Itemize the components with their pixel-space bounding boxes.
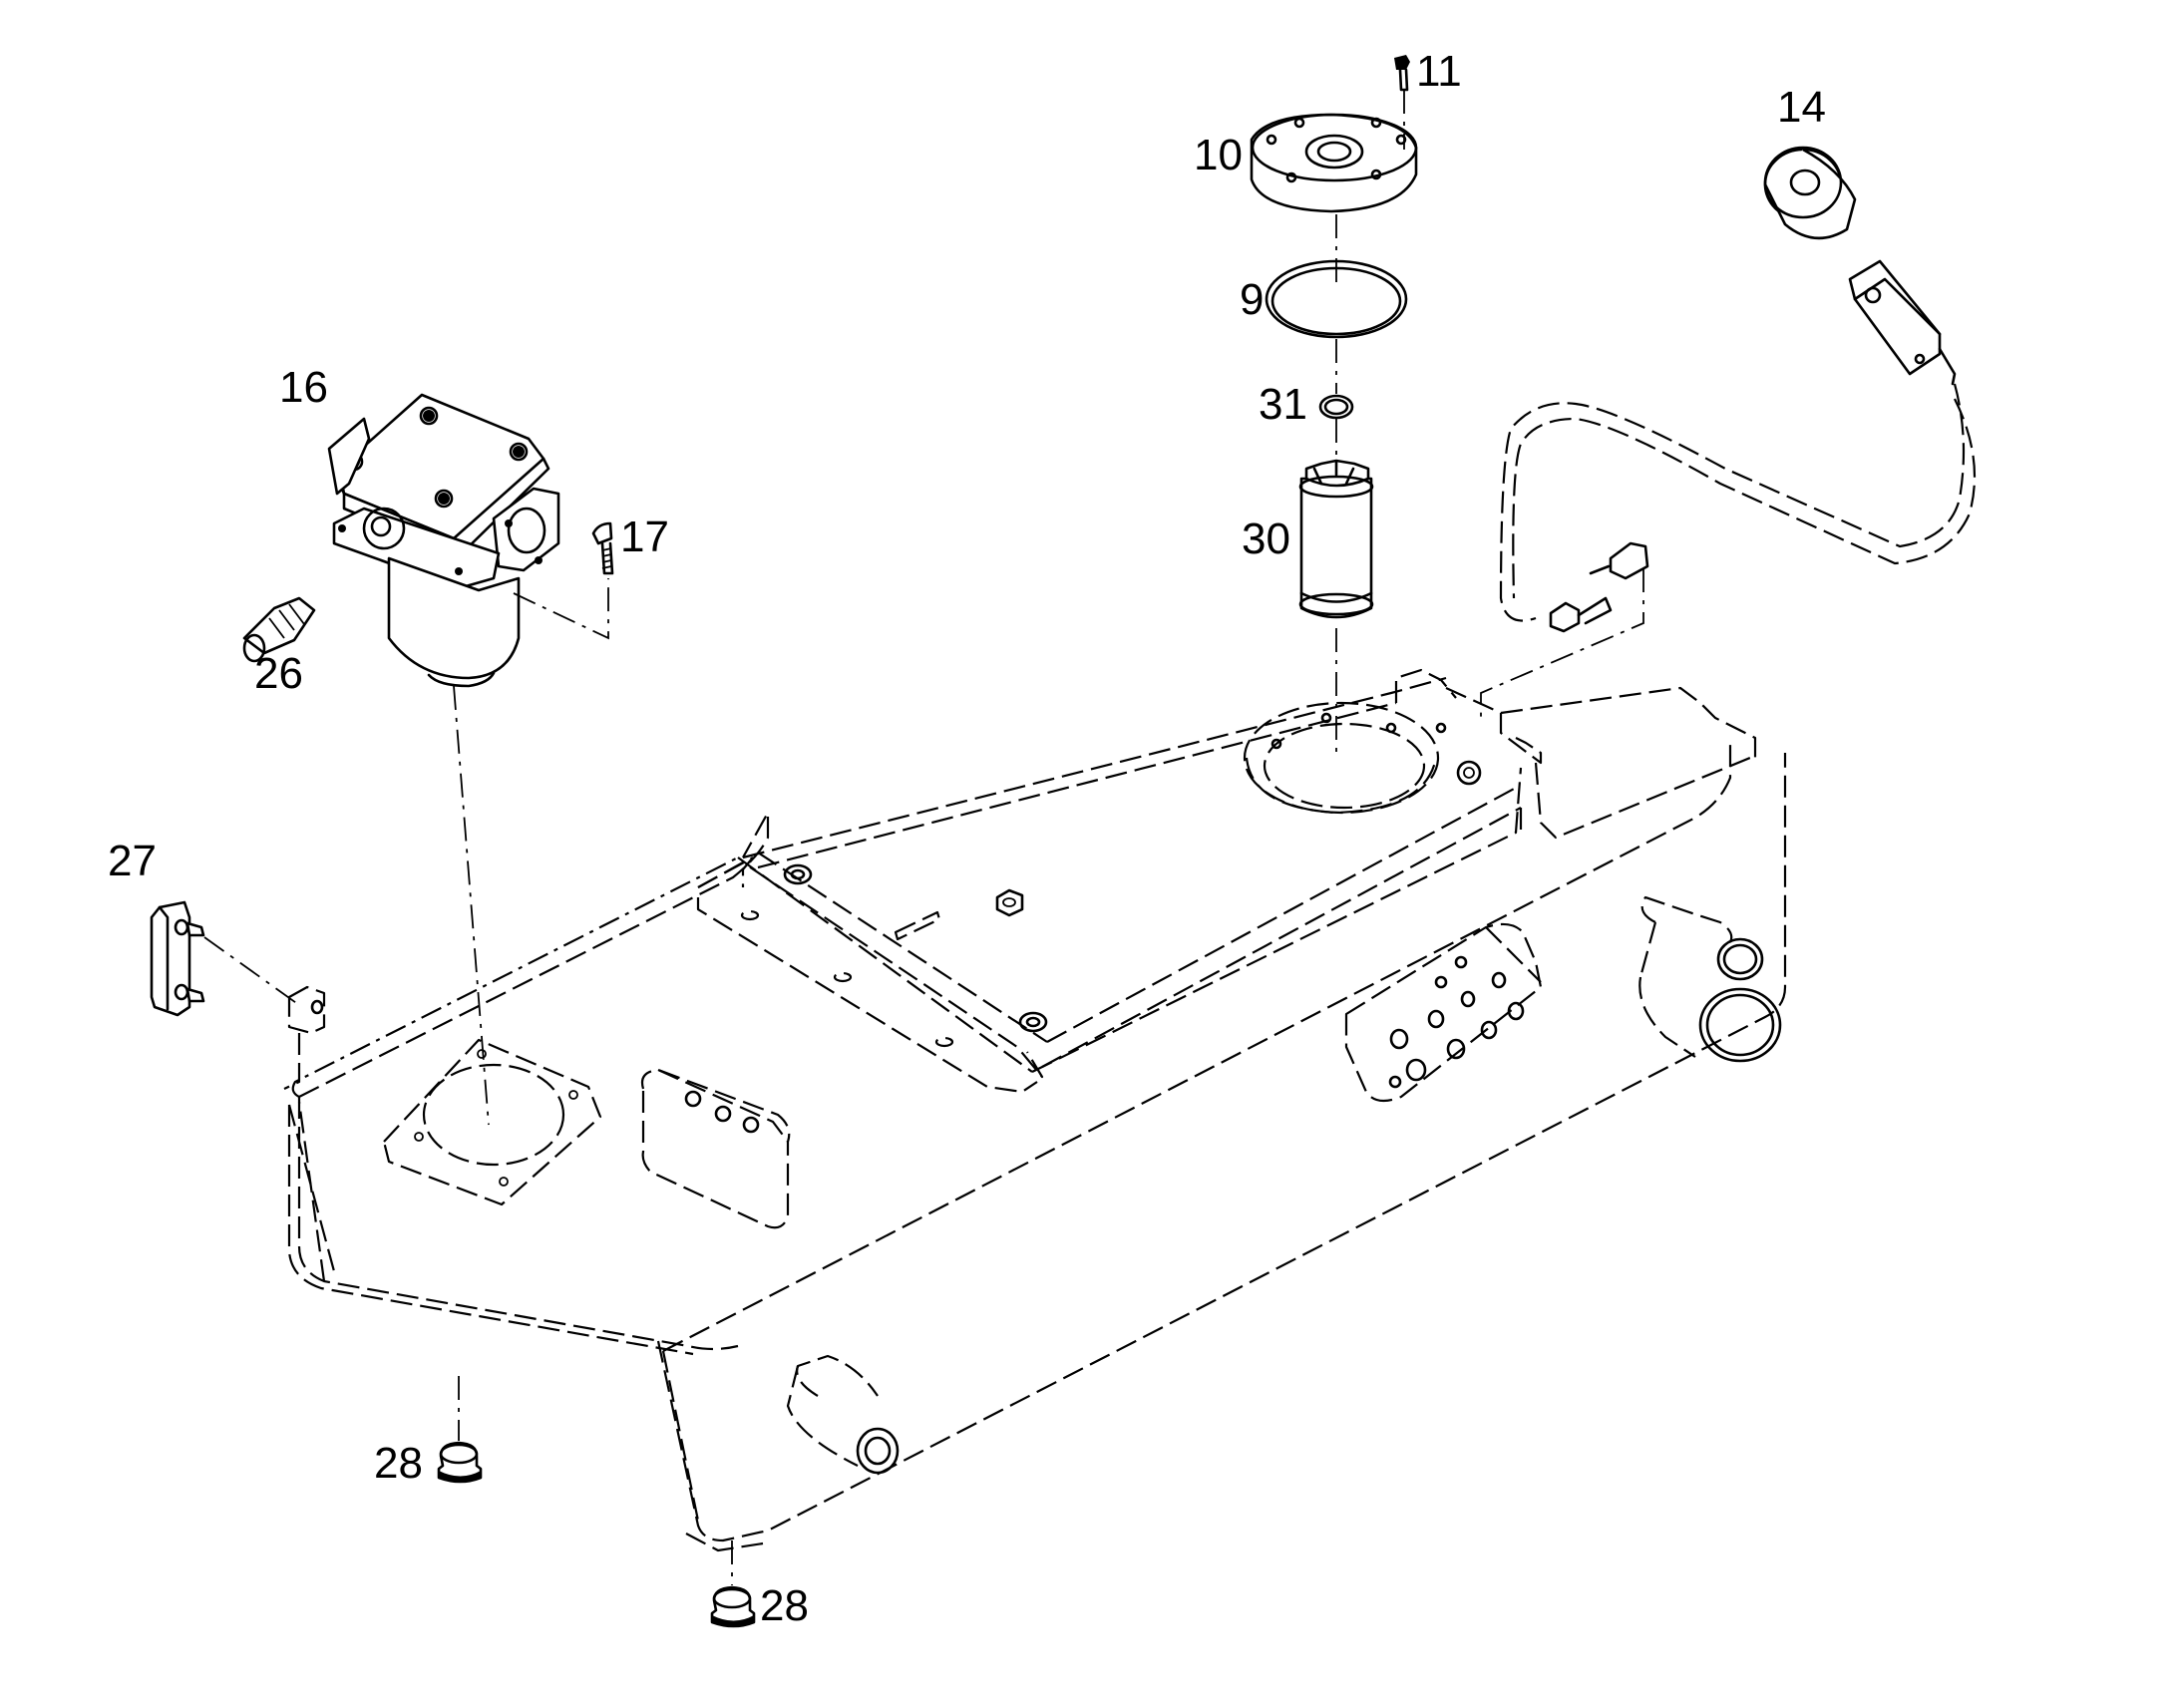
return-filter-assembly [327,393,560,688]
side-port-block [1344,922,1543,1103]
o-ring-31 [1318,394,1354,420]
callout-27: 27 [108,837,157,885]
filler-opening [1243,701,1482,815]
callout-17: 17 [620,512,669,561]
callout-16: 16 [279,363,328,412]
level-sensor-14 [1499,146,1977,633]
callout-14: 14 [1777,83,1826,132]
callout-9: 9 [1240,275,1264,324]
callout-26: 26 [254,649,303,698]
fitting-26 [242,596,316,663]
callout-10: 10 [1194,131,1243,179]
callout-30: 30 [1242,514,1290,563]
callout-28a: 28 [374,1439,423,1488]
screw-17 [591,521,614,575]
filter-mount-flange [382,1038,602,1206]
filler-cap-10 [1250,113,1418,213]
tank-end-ports [786,895,1782,1475]
callout-28b: 28 [760,1581,809,1630]
callout-11: 11 [1416,47,1462,96]
tank-boss [640,1068,791,1229]
terminal-block-27 [150,900,326,1090]
tank-top-plate [696,668,1757,1094]
drain-plug-28b [710,1585,756,1628]
drain-plug-28a [437,1441,483,1484]
strainer-30 [1298,459,1374,619]
screw-11 [1394,55,1410,92]
hydraulic-tank-body [287,738,1787,1552]
callout-31: 31 [1259,380,1307,429]
assembly-leader-lines [203,90,1644,1585]
